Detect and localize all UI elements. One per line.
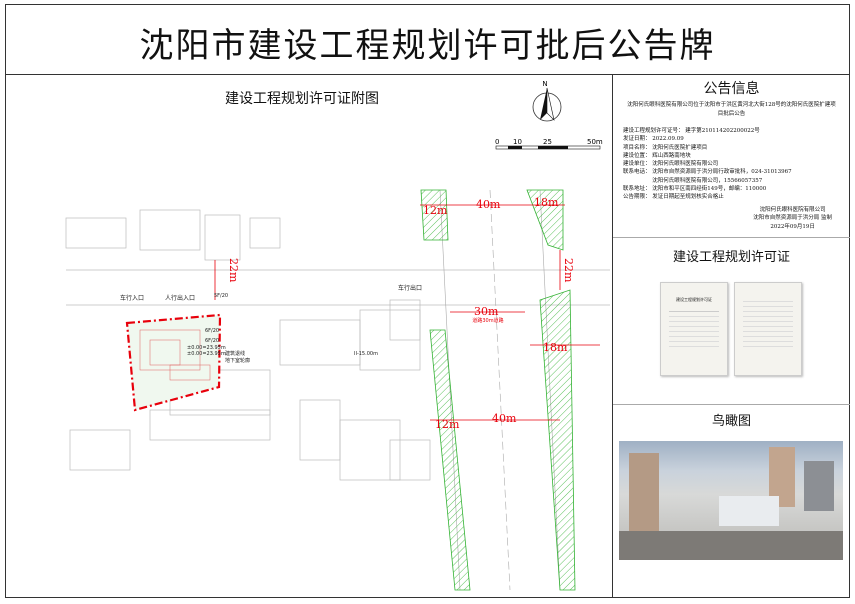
sign-line: 沈阳市自然资源局于洪分局 监制 — [753, 215, 832, 221]
permit-document-image: 建设工程规划许可证 — [660, 282, 728, 376]
dimension-label: 40m — [492, 412, 517, 425]
floors-label: 6F/20 — [205, 338, 219, 344]
dimension-label: 18m — [534, 196, 559, 209]
divider — [612, 74, 613, 598]
dimension-label: 22m — [227, 258, 240, 283]
drawing-title: 建设工程规划许可证附图 — [225, 91, 379, 107]
dimension-label: 40m — [476, 198, 501, 211]
notice-field: 发证日期： 2022.09.09 — [623, 136, 684, 143]
notice-field: 公告期限： 发证日期起至规划核实合格止 — [623, 194, 724, 201]
setback-zone — [429, 329, 471, 591]
setback-zone — [539, 289, 576, 591]
floors-label: 6F/20 — [205, 328, 219, 334]
pedestrian-entrance-label: 人行出入口 — [165, 294, 195, 302]
road-code-label: II-15.00m — [354, 351, 378, 357]
notice-fields: 建设工程规划许可证号： 建字第210114202200022号 发证日期： 20… — [623, 127, 850, 202]
notice-field: 联系电话： 沈阳市自然资源局于洪分局行政审批科，024-31013967 — [623, 169, 792, 176]
notice-field: 沈阳何氏眼科医院有限公司，15566057357 — [623, 177, 763, 184]
sign-date: 2022年09月19日 — [770, 223, 815, 230]
dimension-label: 30m — [474, 305, 499, 318]
aerial-photo — [619, 441, 843, 560]
dimension-label: 18m — [543, 341, 568, 354]
dimension-label: 12m — [435, 418, 460, 431]
notice-section: 公告信息 沈阳何氏眼科医院有限公司位于沈阳市于洪区黄河北大街128号的沈阳何氏医… — [613, 78, 850, 238]
divider — [5, 74, 850, 75]
permit-section: 建设工程规划许可证 建设工程规划许可证 — [613, 238, 850, 405]
road-width-label: 道路30m道路 — [472, 317, 503, 324]
notice-signature: 沈阳何氏眼科医院有限公司 沈阳市自然资源局于洪分局 监制 2022年09月19日 — [753, 206, 832, 232]
scale-bar: 0 10 25 50m — [495, 138, 603, 150]
elevation-label: ±0.00=23.95m — [187, 345, 226, 351]
permit-doc-heading: 建设工程规划许可证 — [676, 297, 712, 302]
north-label: N — [542, 80, 547, 88]
aerial-section: 鸟瞰图 — [613, 405, 850, 598]
floors-label: 5F/20 — [214, 293, 228, 299]
scale-label: 50m — [587, 138, 603, 146]
dimension-label: 22m — [562, 258, 575, 283]
scale-label: 25 — [543, 138, 552, 146]
sign-line: 沈阳何氏眼科医院有限公司 — [759, 206, 826, 213]
aerial-title: 鸟瞰图 — [711, 414, 751, 429]
site-boundary — [125, 313, 222, 412]
notice-field: 建设位置： 辉山西路南地块 — [623, 152, 691, 159]
north-arrow-icon: N — [532, 80, 562, 122]
vehicle-entrance-label: 车行入口 — [120, 294, 144, 302]
underground-line-label: 地下室轮廓 — [225, 357, 250, 364]
site-plan: N 0 10 25 50m 12m 40m 18m 22m 22m 18m 12… — [65, 80, 610, 591]
board-frame — [5, 4, 850, 598]
notice-field: 建设单位： 沈阳何氏眼科医院有限公司 — [623, 161, 719, 168]
notice-field: 建设工程规划许可证号： 建字第210114202200022号 — [623, 128, 760, 134]
setback-zone — [420, 189, 449, 241]
elevation-label: ±0.00=23.95m — [187, 351, 226, 357]
permit-document-image — [734, 282, 802, 376]
vehicle-exit-label: 车行出口 — [398, 284, 422, 292]
scale-label: 10 — [513, 138, 522, 146]
permit-title: 建设工程规划许可证 — [672, 250, 790, 265]
context-buildings — [65, 209, 610, 481]
board-title: 沈阳市建设工程规划许可批后公告牌 — [139, 26, 716, 66]
scale-label: 0 — [495, 138, 499, 146]
notice-field: 项目名称： 沈阳何氏医院扩建项目 — [623, 144, 708, 151]
notice-field: 联系地址： 沈阳市和平区南四经街149号，邮编：110000 — [623, 186, 767, 193]
dimension-label: 12m — [423, 204, 448, 217]
notice-intro: 沈阳何氏眼科医院有限公司位于沈阳市于洪区黄河北大街128号的沈阳何氏医院扩建项目… — [627, 102, 836, 117]
building-line-label: 建筑退线 — [225, 350, 245, 357]
notice-title: 公告信息 — [703, 81, 760, 97]
